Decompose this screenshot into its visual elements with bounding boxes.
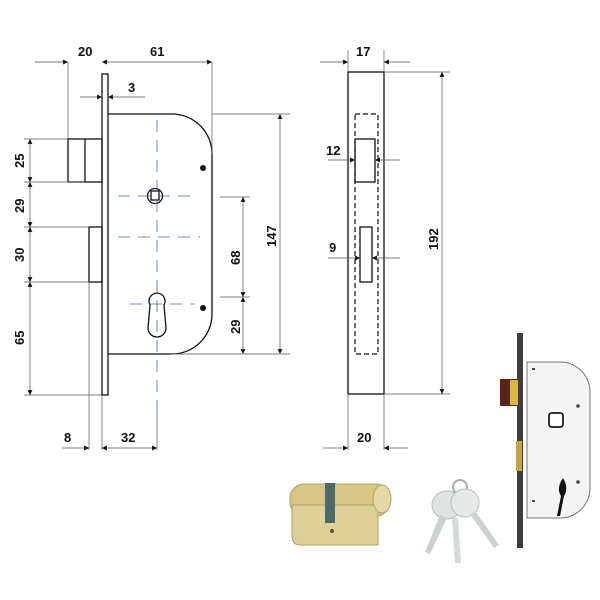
cylinder-hole — [147, 292, 167, 338]
dim-29-left: 29 — [12, 199, 27, 213]
dim-30: 30 — [12, 248, 27, 262]
dim-3: 3 — [128, 80, 135, 95]
dim-65: 65 — [12, 331, 27, 345]
dim-20-top: 20 — [78, 44, 92, 59]
lock-body — [108, 113, 213, 355]
dim-12: 12 — [326, 143, 340, 158]
cylinder-photo — [289, 483, 392, 546]
keys-photo — [425, 479, 499, 563]
faceplate — [101, 73, 109, 396]
side-view: 17 12 9 192 20 — [320, 44, 450, 451]
dim-8: 8 — [64, 430, 71, 445]
mortise-lock-photo — [500, 333, 591, 548]
dim-32: 32 — [121, 430, 135, 445]
latch — [88, 226, 103, 283]
dim-25: 25 — [12, 154, 27, 168]
latch-slot — [359, 226, 373, 283]
dim-68: 68 — [228, 251, 243, 265]
dim-17: 17 — [356, 44, 370, 59]
faceplate-side — [347, 71, 385, 395]
dim-20-bottom: 20 — [357, 430, 371, 445]
bolt-slot — [354, 138, 376, 183]
dim-61: 61 — [150, 44, 164, 59]
dim-9: 9 — [329, 240, 336, 255]
dim-147: 147 — [264, 225, 279, 247]
dim-192: 192 — [426, 228, 441, 250]
front-view: 20 61 3 25 29 30 65 68 29 147 8 32 — [12, 44, 290, 451]
dim-29-right: 29 — [228, 320, 243, 334]
